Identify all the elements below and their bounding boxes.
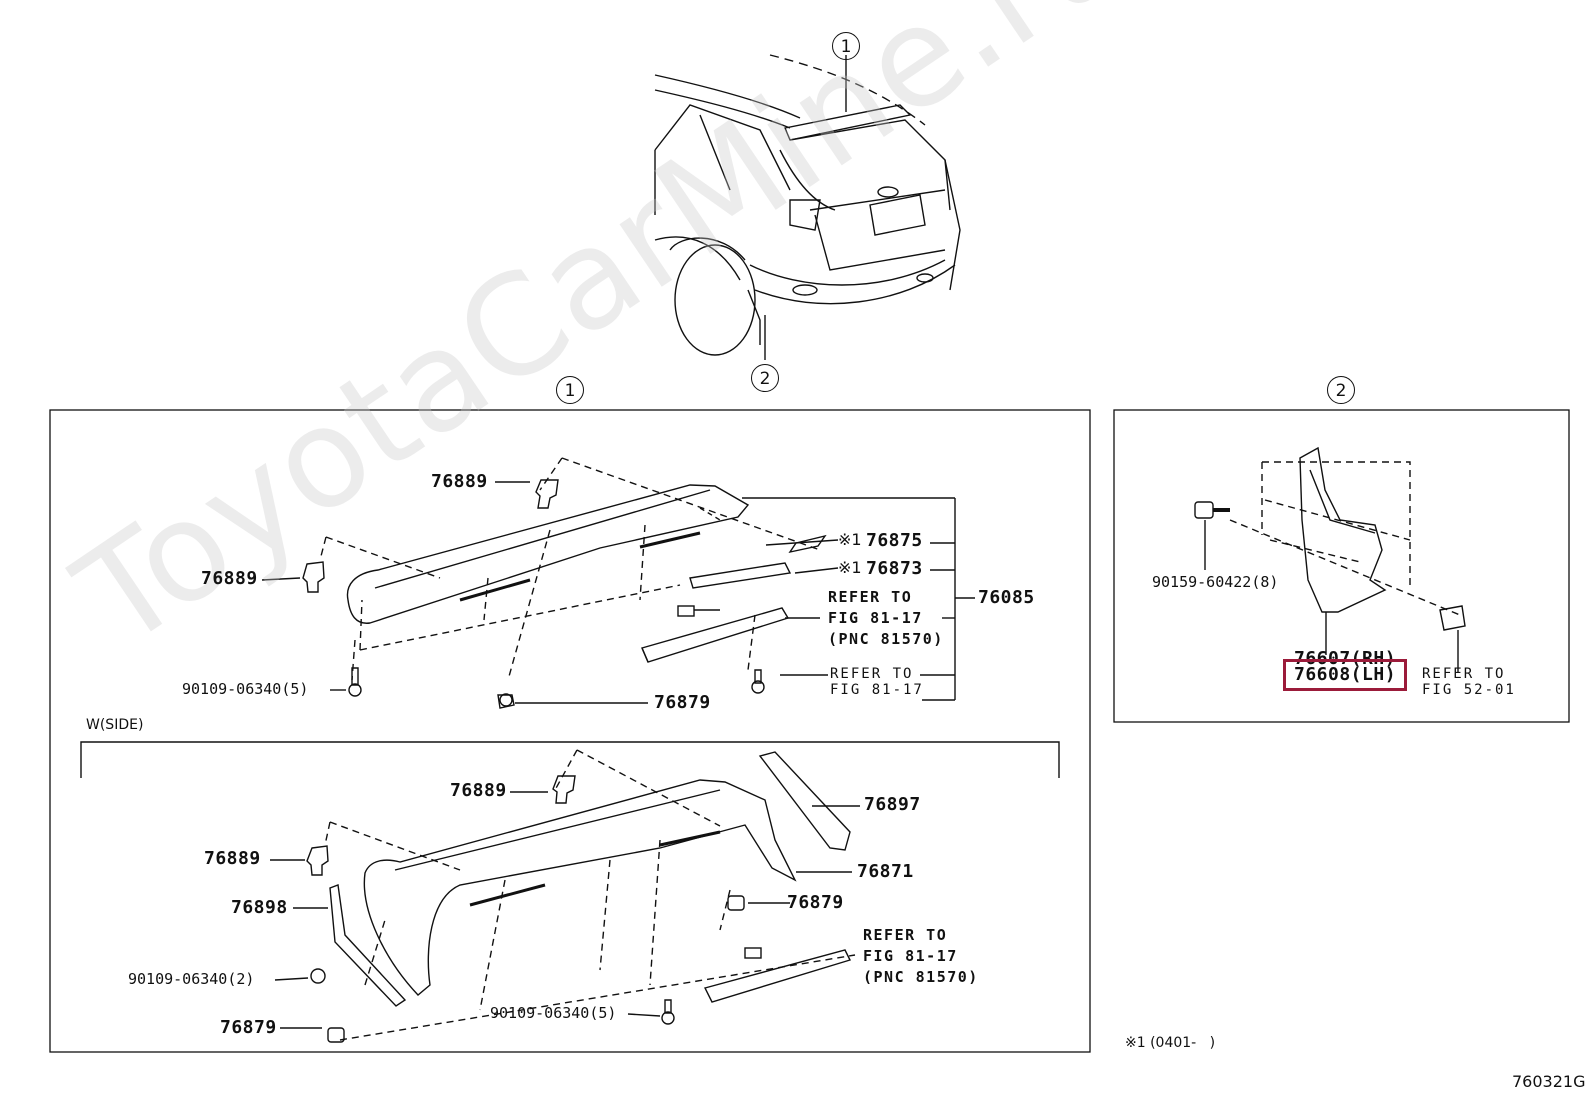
part-76879-wside-right[interactable]: 76879 — [787, 892, 844, 913]
refer-a-line2[interactable]: FIG 81-17 — [828, 609, 923, 627]
part-76608-lh[interactable]: 76608(LH) — [1294, 664, 1397, 685]
panel-1-frame — [49, 409, 1091, 1053]
refer-panel2-line1[interactable]: REFER TO — [1422, 666, 1506, 682]
callout-1-panel: 1 — [556, 376, 584, 404]
part-90109-06340-5-upper[interactable]: 90109-06340(5) — [182, 680, 309, 698]
part-76607-rh[interactable]: 76607(RH) — [1294, 648, 1397, 669]
refer-a-line3[interactable]: (PNC 81570) — [828, 630, 944, 648]
part-76889-wside-left[interactable]: 76889 — [204, 848, 261, 869]
refer-wside-line1[interactable]: REFER TO — [863, 926, 948, 944]
refer-b-line1[interactable]: REFER TO — [830, 666, 914, 682]
part-90159-60422[interactable]: 90159-60422(8) — [1152, 573, 1279, 591]
panel-2-frame — [1113, 409, 1570, 723]
note-mark-emblem: ※1 — [838, 530, 862, 549]
refer-panel2-line2[interactable]: FIG 52-01 — [1422, 682, 1516, 698]
mudguard-drawing — [1194, 446, 1466, 672]
spoiler-wside-drawing — [270, 749, 860, 1043]
part-76897[interactable]: 76897 — [864, 794, 921, 815]
part-76879-wside-left[interactable]: 76879 — [220, 1017, 277, 1038]
part-76898[interactable]: 76898 — [231, 897, 288, 918]
part-76889-top[interactable]: 76889 — [431, 471, 488, 492]
wside-heading: W(SIDE) — [86, 717, 144, 733]
callout-2-panel: 2 — [1327, 376, 1355, 404]
part-76085[interactable]: 76085 — [978, 587, 1035, 608]
part-76889-left[interactable]: 76889 — [201, 568, 258, 589]
part-76875[interactable]: 76875 — [866, 530, 923, 551]
part-76879-upper[interactable]: 76879 — [654, 692, 711, 713]
highlight-box — [1283, 659, 1407, 691]
part-76871[interactable]: 76871 — [857, 861, 914, 882]
note-mark-tape: ※1 — [838, 558, 862, 577]
figure-code: 760321G — [1512, 1072, 1586, 1091]
refer-wside-line3[interactable]: (PNC 81570) — [863, 968, 979, 986]
callout-2-top: 2 — [751, 364, 779, 392]
refer-b-line2[interactable]: FIG 81-17 — [830, 682, 924, 698]
part-90109-06340-5-wside[interactable]: 90109-06340(5) — [490, 1004, 617, 1022]
part-76889-wside-top[interactable]: 76889 — [450, 780, 507, 801]
vehicle-rear-illustration — [654, 54, 961, 360]
callout-1-top: 1 — [832, 32, 860, 60]
part-76873[interactable]: 76873 — [866, 558, 923, 579]
refer-a-line1[interactable]: REFER TO — [828, 588, 913, 606]
part-90109-06340-2[interactable]: 90109-06340(2) — [128, 970, 255, 988]
spoiler-upper-drawing — [261, 457, 975, 709]
refer-wside-line2[interactable]: FIG 81-17 — [863, 947, 958, 965]
footnote: ※1 (0401- ) — [1125, 1035, 1216, 1051]
